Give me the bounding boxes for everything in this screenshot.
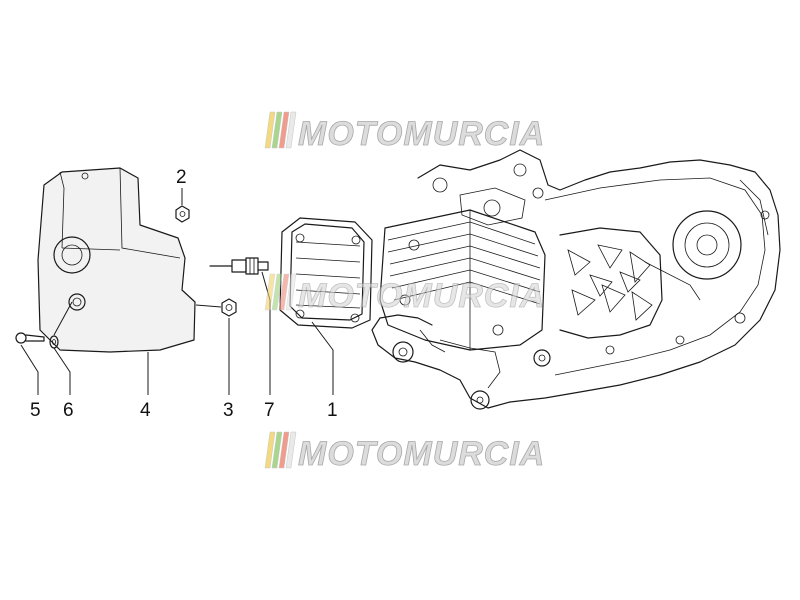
watermark-middle: MOTOMURCIA (264, 273, 545, 315)
watermark-stripe (278, 111, 290, 149)
watermark-brand-text: MOTOMURCIA (298, 277, 545, 315)
watermark-top: MOTOMURCIA (264, 111, 545, 153)
watermark-stripe (285, 431, 297, 469)
part-1-cylinder-head (279, 217, 373, 329)
callout-1: 1 (327, 400, 338, 421)
cylinder-block (379, 187, 546, 351)
watermark-brand-text: MOTOMURCIA (298, 115, 545, 153)
watermark-stripe (271, 273, 283, 311)
part-2-nut (175, 205, 190, 223)
callout-numbers: 1 2 3 4 5 6 7 (30, 167, 338, 421)
leader-4a (195, 304, 222, 308)
leader-6 (53, 301, 73, 395)
part-5-screw (15, 332, 45, 344)
callout-4: 4 (140, 400, 151, 421)
watermark-stripe (285, 111, 297, 149)
watermark-stripe (264, 111, 276, 149)
watermark-stripe (278, 431, 290, 469)
callout-3: 3 (223, 400, 234, 421)
engine-crankcase (371, 149, 781, 410)
watermark-stripe (264, 431, 276, 469)
watermark-stripes (264, 431, 297, 469)
watermark-stripe (271, 111, 283, 149)
leader-5 (20, 344, 39, 395)
watermark-stripe (278, 273, 290, 311)
part-3-nut (221, 298, 237, 317)
watermark-stripes (264, 273, 297, 311)
callout-5: 5 (30, 400, 41, 421)
watermark-stripe (285, 273, 297, 311)
part-7-spark-plug (209, 257, 269, 275)
watermark-brand-text: MOTOMURCIA (298, 435, 545, 473)
watermark-bottom: MOTOMURCIA (264, 431, 545, 473)
leader-1 (311, 321, 334, 395)
watermark-stripes (264, 111, 297, 149)
callout-2: 2 (176, 167, 187, 188)
watermark-stripe (264, 273, 276, 311)
part-4-cylinder-cowl (37, 167, 196, 353)
callout-6: 6 (63, 400, 74, 421)
watermark-stripe (271, 431, 283, 469)
callout-7: 7 (264, 400, 275, 421)
